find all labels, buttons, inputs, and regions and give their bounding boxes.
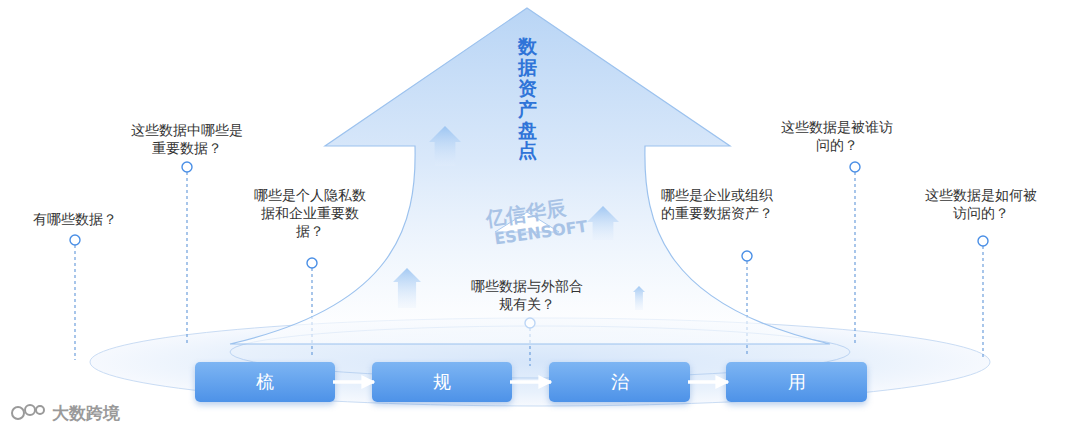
callout-text: 这些数据是被谁访问的？ (780, 118, 893, 154)
process-box: 规 (372, 362, 512, 402)
brand-icon (12, 405, 44, 419)
callout-text: 哪些是企业或组织的重要数据资产？ (660, 186, 773, 222)
arrow-body (230, 8, 830, 344)
small-up-arrow (393, 268, 421, 308)
process-box: 用 (726, 362, 867, 402)
callout-text: 哪些是个人隐私数据和企业重要数据？ (253, 186, 366, 241)
small-up-arrow (633, 286, 645, 310)
big-arrow: 数据资产盘点 (225, 6, 835, 346)
box-text: 梳 (256, 373, 274, 391)
watermark: 大数跨境 (52, 402, 120, 425)
process-box: 治 (549, 362, 690, 402)
box-text: 用 (788, 373, 806, 391)
callout-text: 这些数据是如何被访问的？ (924, 186, 1037, 222)
box-text: 治 (611, 373, 629, 391)
vertical-title: 数据资产盘点 (518, 36, 537, 161)
callout-text: 有哪些数据？ (18, 210, 131, 228)
flow-arrow (688, 380, 728, 384)
process-box: 梳 (195, 362, 335, 402)
small-up-arrow (429, 126, 461, 166)
box-text: 规 (433, 373, 451, 391)
flow-arrow (333, 380, 374, 384)
small-up-arrow (587, 206, 619, 240)
callout-text: 哪些数据与外部合规有关？ (470, 277, 583, 313)
flow-arrow (510, 380, 551, 384)
callout-text: 这些数据中哪些是重要数据？ (130, 121, 243, 157)
